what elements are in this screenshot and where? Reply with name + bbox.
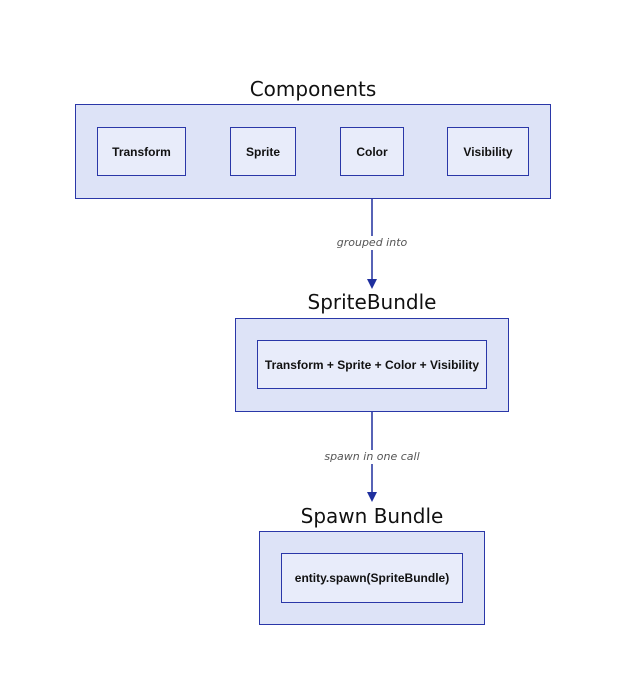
spawnbundle-title: Spawn Bundle [300, 504, 444, 528]
node-sprite: Sprite [230, 127, 296, 176]
node-sprite-bundle-contents: Transform + Sprite + Color + Visibility [257, 340, 487, 389]
node-entity-spawn: entity.spawn(SpriteBundle) [281, 553, 463, 603]
node-color: Color [340, 127, 404, 176]
node-transform: Transform [97, 127, 186, 176]
spritebundle-title: SpriteBundle [307, 290, 437, 314]
edge-label-grouped-into: grouped into [334, 236, 410, 250]
node-visibility: Visibility [447, 127, 529, 176]
edge-label-spawn-in-one-call: spawn in one call [322, 450, 422, 464]
components-title: Components [249, 77, 377, 101]
